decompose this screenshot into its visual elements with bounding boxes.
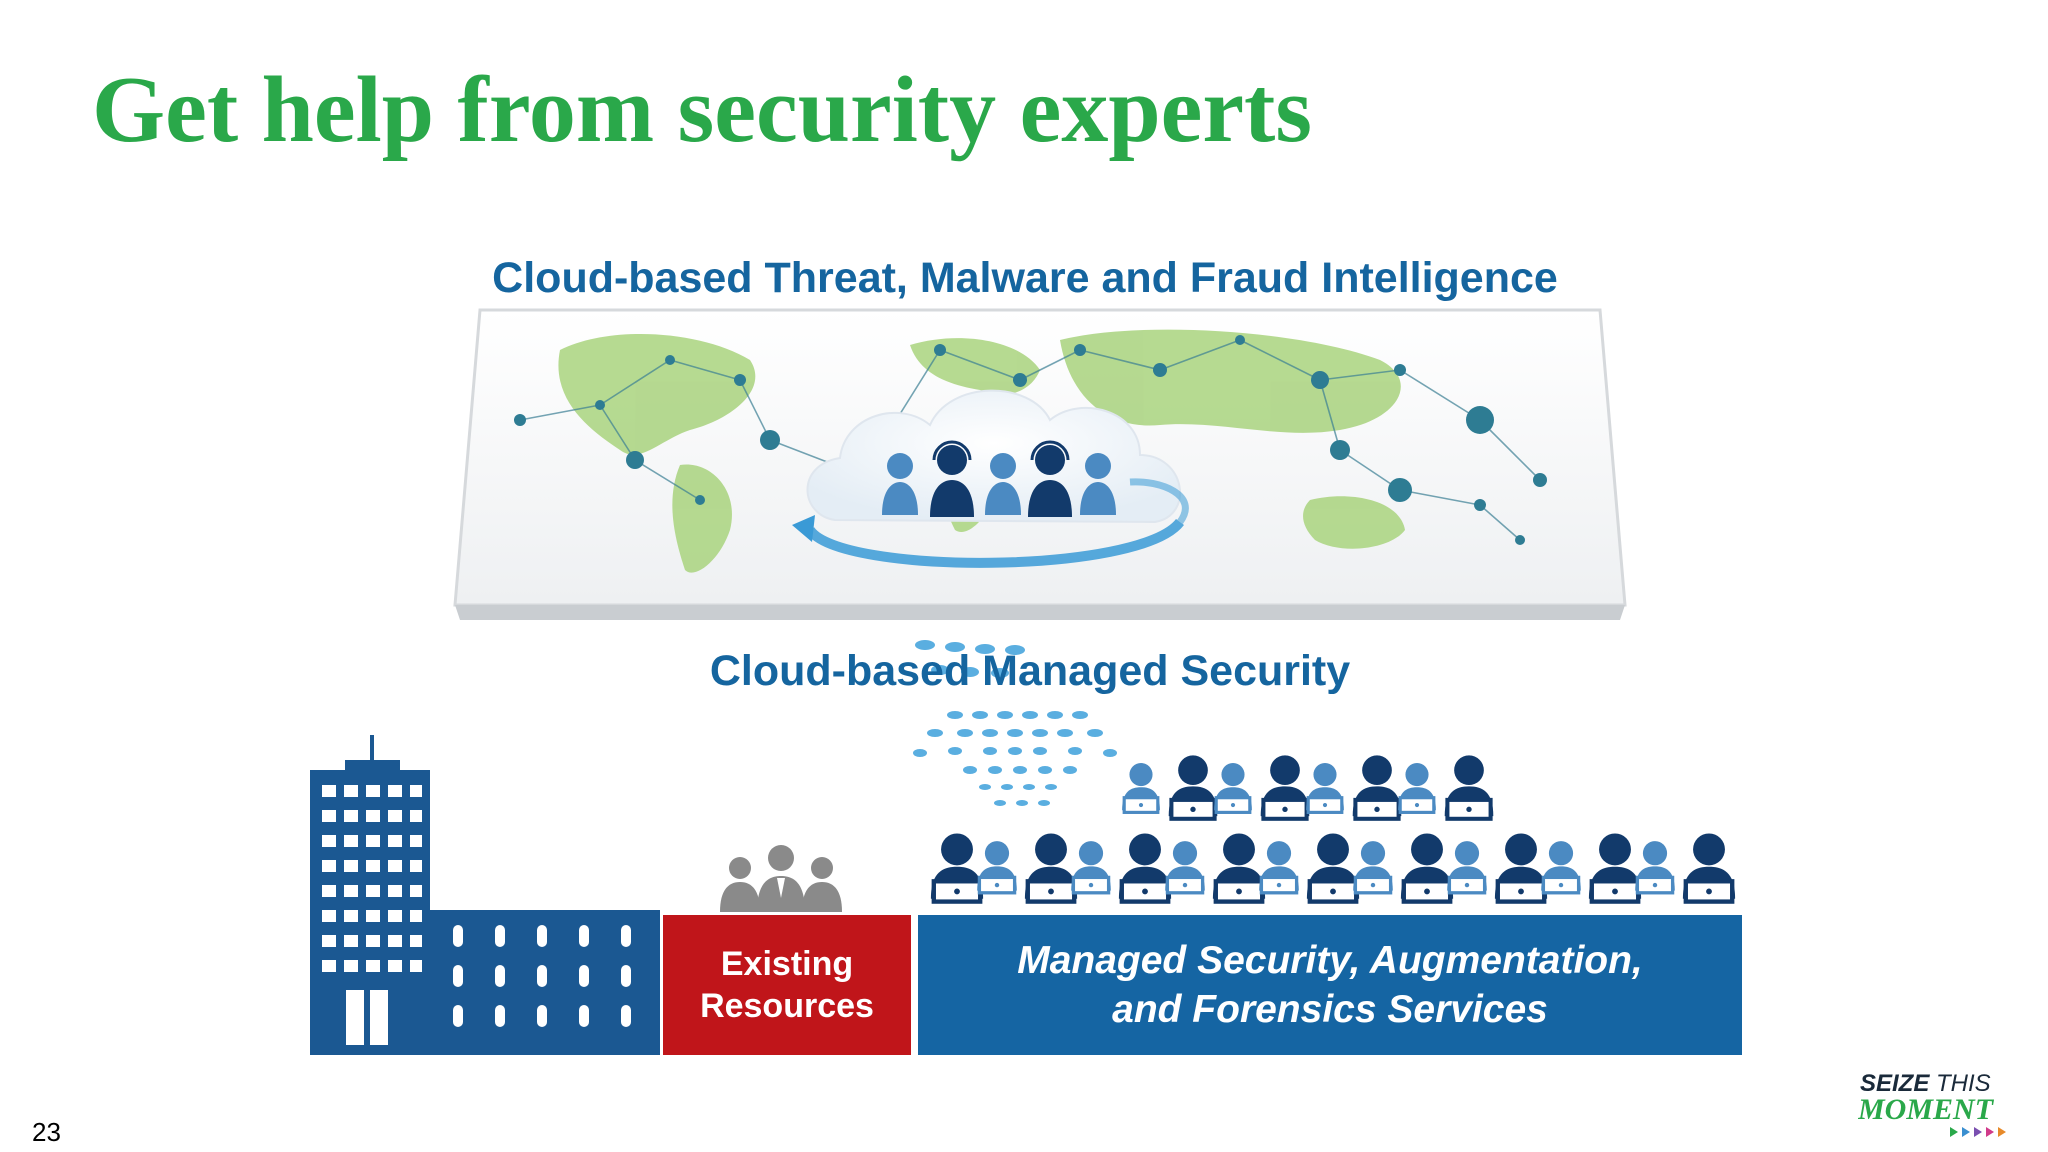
- analyst-icon: [1588, 833, 1642, 904]
- analyst-icon: [1494, 833, 1548, 904]
- logo-seize: SEIZE: [1860, 1070, 1930, 1097]
- analyst-icon: [1071, 841, 1111, 895]
- page-number: 23: [32, 1117, 61, 1147]
- analyst-icon: [1118, 833, 1172, 904]
- data-stream-dots: [913, 640, 1117, 806]
- building-icon: [310, 735, 660, 1055]
- existing-resources-line2: Resources: [700, 987, 874, 1025]
- analyst-icon: [1260, 755, 1310, 821]
- managed-security-label: Cloud-based Managed Security: [709, 647, 1351, 695]
- analyst-icon: [1400, 833, 1454, 904]
- managed-services-line2: and Forensics Services: [1112, 988, 1548, 1031]
- analyst-icon: [1682, 833, 1736, 904]
- analyst-icon: [1306, 763, 1344, 814]
- seize-this-moment-logo: SEIZE THIS MOMENT: [1858, 1070, 2006, 1137]
- analyst-icon: [1165, 841, 1205, 895]
- analyst-icon: [1352, 755, 1402, 821]
- managed-services-box: Managed Security, Augmentation, and Fore…: [918, 915, 1742, 1055]
- analyst-icon: [1635, 841, 1675, 895]
- existing-resources-line1: Existing: [720, 945, 854, 983]
- world-map-continents: [558, 329, 1405, 573]
- slide-title: Get help from security experts: [92, 58, 1312, 162]
- logo-arrows: [1950, 1127, 2006, 1137]
- logo-moment: MOMENT: [1858, 1093, 1995, 1126]
- analyst-icon: [977, 841, 1017, 895]
- analyst-icon: [1122, 763, 1160, 814]
- analyst-icon: [1212, 833, 1266, 904]
- analyst-icon: [1024, 833, 1078, 904]
- analyst-icon: [930, 833, 984, 904]
- analyst-icon: [1306, 833, 1360, 904]
- existing-resources-box: Existing Resources: [663, 915, 911, 1055]
- analyst-icon: [1447, 841, 1487, 895]
- analyst-icon: [1214, 763, 1252, 814]
- threat-intelligence-label: Cloud-based Threat, Malware and Fraud In…: [492, 254, 1558, 302]
- analyst-icon: [1353, 841, 1393, 895]
- analyst-icon: [1444, 755, 1494, 821]
- managed-services-line1: Managed Security, Augmentation,: [1017, 939, 1643, 982]
- existing-staff-icon: [720, 845, 842, 912]
- logo-this: THIS: [1936, 1070, 1991, 1097]
- analyst-icon: [1168, 755, 1218, 821]
- analyst-icon: [1541, 841, 1581, 895]
- analyst-icon: [1259, 841, 1299, 895]
- security-experts-group: [882, 440, 1116, 517]
- security-analysts-icon: [930, 755, 1736, 904]
- analyst-icon: [1398, 763, 1436, 814]
- network-links: [519, 339, 1541, 541]
- threat-intelligence-map: [453, 308, 1627, 620]
